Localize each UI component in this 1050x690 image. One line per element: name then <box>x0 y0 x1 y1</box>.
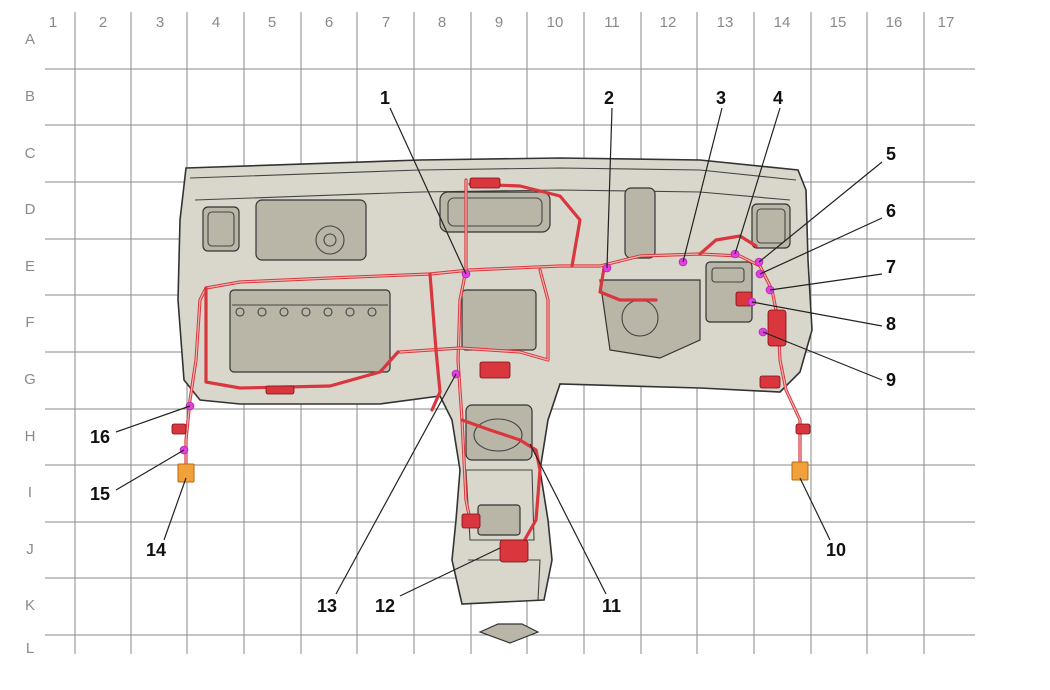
row-label: L <box>26 640 34 657</box>
row-labels: A B C D E F G H I J K L <box>24 31 36 657</box>
column-label: 5 <box>268 14 276 31</box>
end-connector-left <box>177 463 195 483</box>
callout-4: 4 <box>773 88 783 108</box>
row-label: C <box>25 145 36 162</box>
column-label: 15 <box>830 14 847 31</box>
down-arrow-icon <box>478 623 540 644</box>
callout-2: 2 <box>604 88 614 108</box>
column-label: 3 <box>156 14 164 31</box>
callout-7: 7 <box>886 257 896 277</box>
column-label: 6 <box>325 14 333 31</box>
column-label: 17 <box>938 14 955 31</box>
callout-leaders <box>115 107 883 597</box>
callout-8: 8 <box>886 314 896 334</box>
callout-5: 5 <box>886 144 896 164</box>
callout-12: 12 <box>375 596 395 616</box>
row-label: J <box>26 541 34 558</box>
row-label: E <box>25 258 35 275</box>
callout-15: 15 <box>90 484 110 504</box>
end-connector-right <box>791 461 809 481</box>
row-label: K <box>25 597 35 614</box>
column-label: 2 <box>99 14 107 31</box>
column-label: 12 <box>660 14 677 31</box>
callout-10: 10 <box>826 540 846 560</box>
row-label: H <box>25 428 36 445</box>
callout-6: 6 <box>886 201 896 221</box>
callout-3: 3 <box>716 88 726 108</box>
callout-14: 14 <box>146 540 166 560</box>
callout-16: 16 <box>90 427 110 447</box>
column-label: 13 <box>717 14 734 31</box>
row-label: D <box>25 201 36 218</box>
column-label: 11 <box>604 14 620 31</box>
row-label: I <box>28 484 32 501</box>
row-label: F <box>25 314 34 331</box>
column-label: 8 <box>438 14 446 31</box>
column-label: 4 <box>212 14 220 31</box>
column-label: 1 <box>49 14 57 31</box>
row-label: A <box>25 31 35 48</box>
row-label: G <box>24 371 36 388</box>
column-label: 10 <box>547 14 564 31</box>
column-label: 16 <box>886 14 903 31</box>
callout-9: 9 <box>886 370 896 390</box>
callout-1: 1 <box>380 88 390 108</box>
dashboard-outline <box>177 157 813 605</box>
column-label: 7 <box>382 14 390 31</box>
dashboard-drawing <box>177 157 813 644</box>
column-label: 14 <box>774 14 791 31</box>
row-label: B <box>25 88 35 105</box>
callout-13: 13 <box>317 596 337 616</box>
column-label: 9 <box>495 14 503 31</box>
callout-11: 11 <box>602 596 621 616</box>
callout-labels: 1 2 3 4 5 6 7 8 9 10 11 12 13 14 15 16 <box>90 88 896 616</box>
